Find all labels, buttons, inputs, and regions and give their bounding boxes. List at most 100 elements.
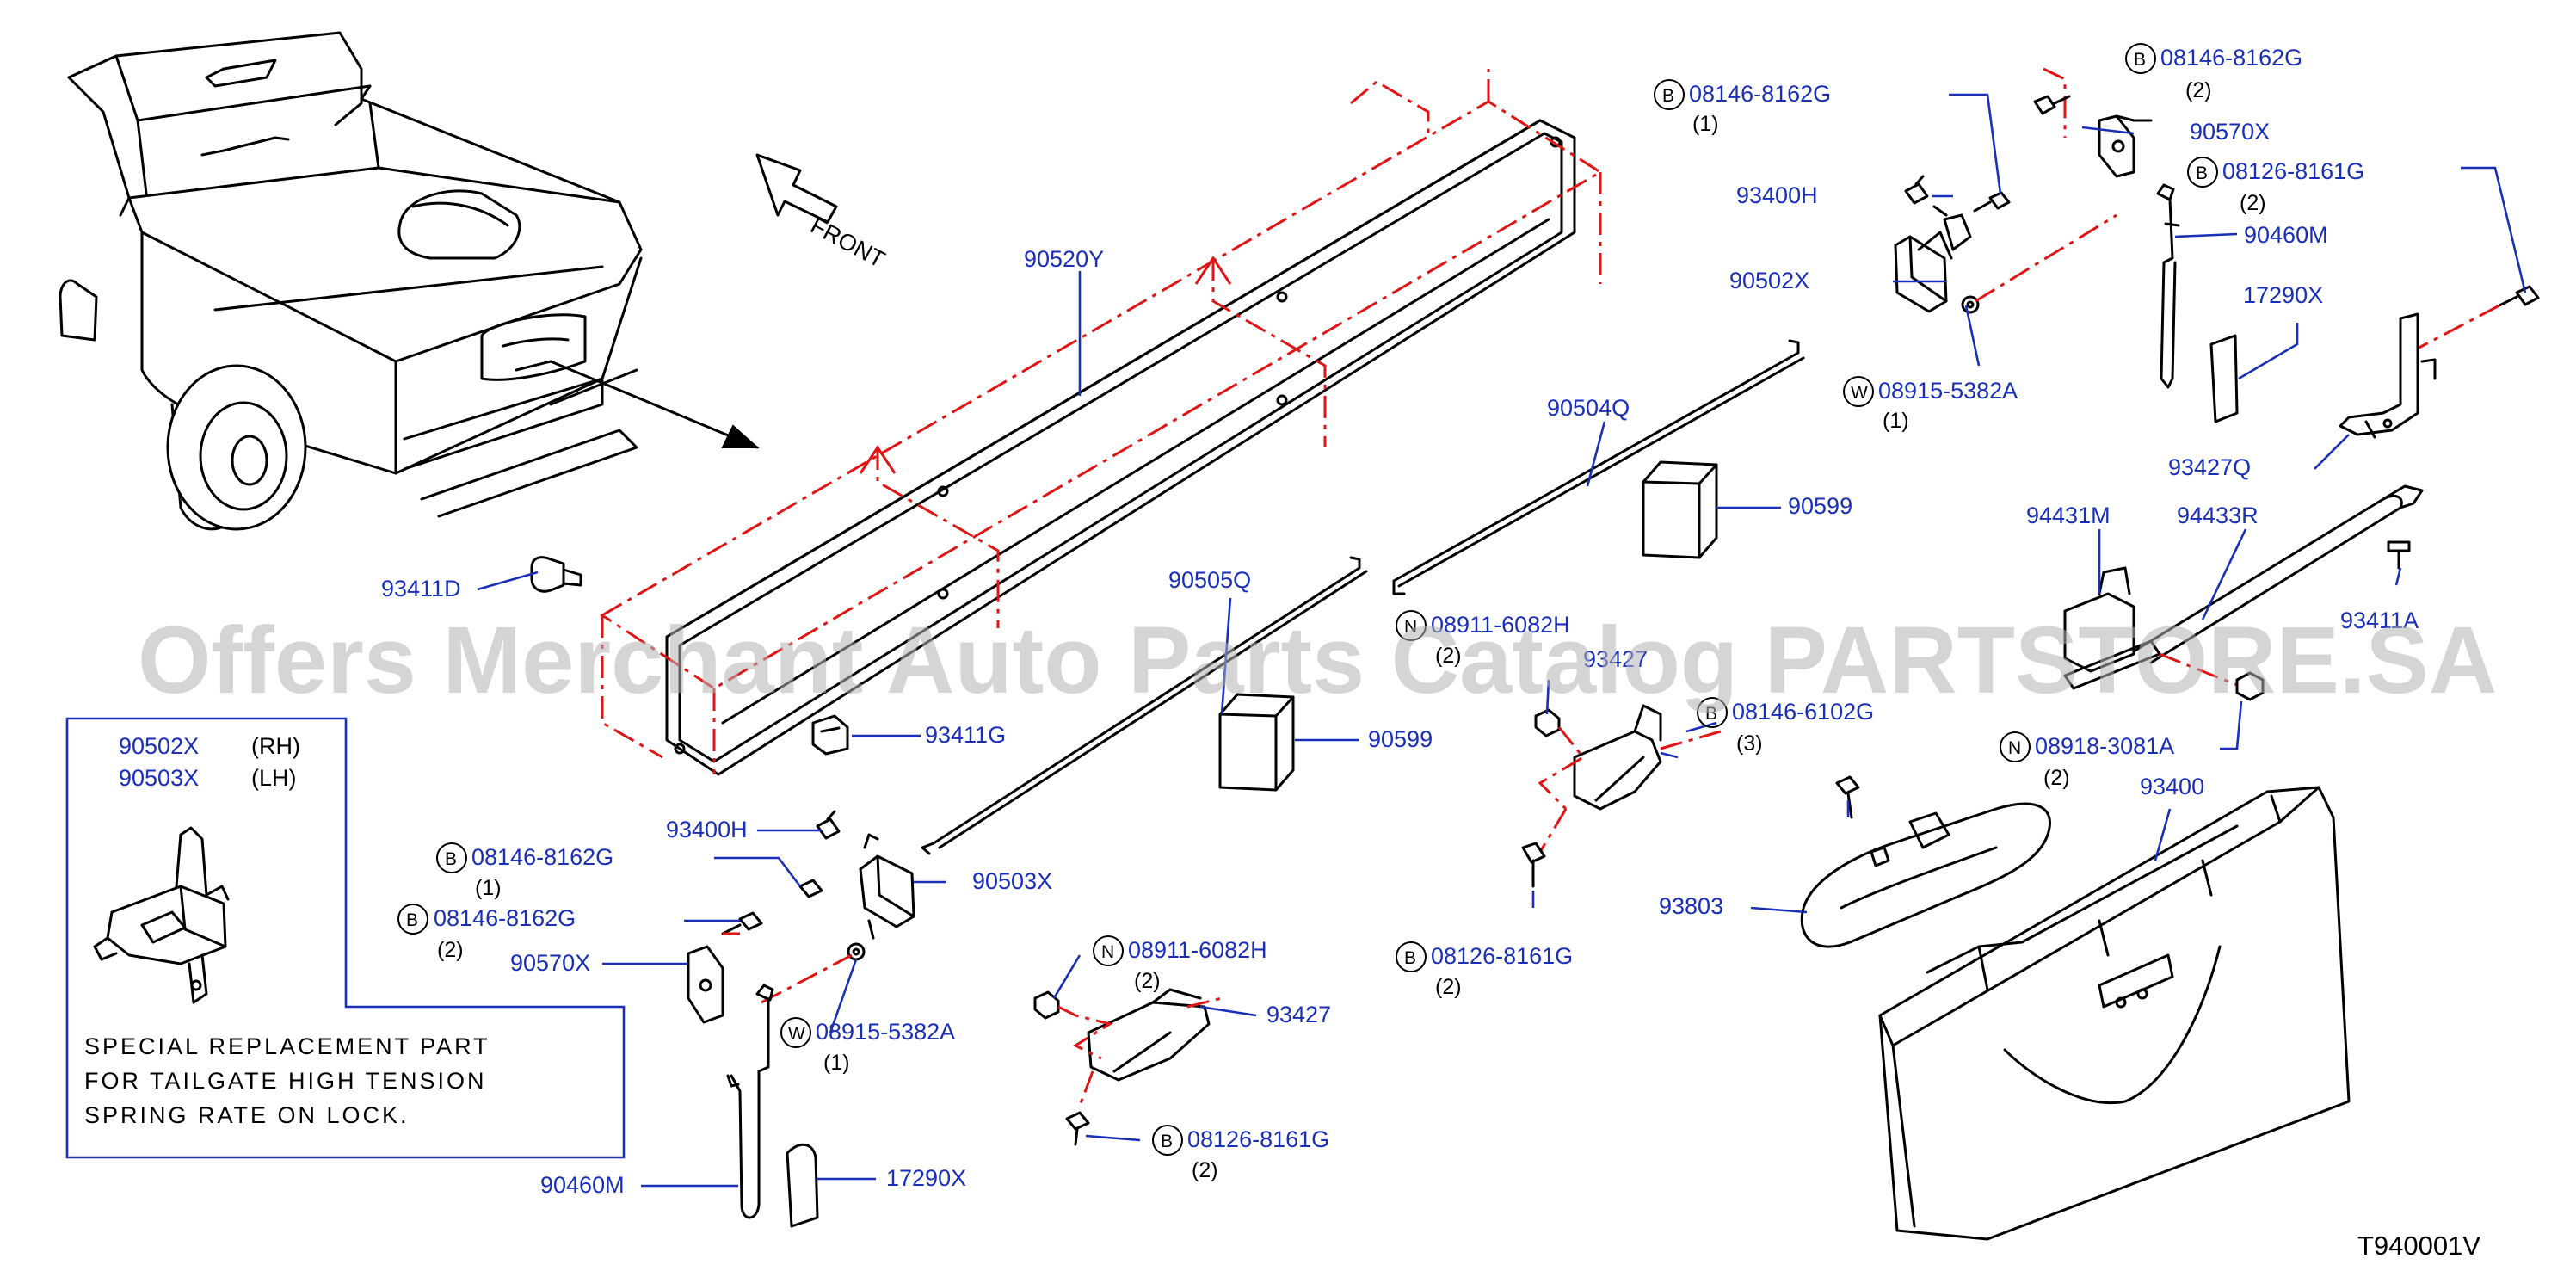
label-90599-upper: 90599: [1788, 493, 1852, 519]
rods: [921, 339, 1805, 855]
inset-rh-side: (RH): [251, 733, 300, 759]
spring-90460m-bot: [726, 984, 774, 1219]
label-08146-8162g-top: 08146-8162G: [1689, 81, 1831, 107]
inset-note-line2: FOR TAILGATE HIGH TENSION: [84, 1068, 487, 1094]
label-93400h-top: 93400H: [1736, 182, 1818, 208]
inset-text: 90502X (RH) 90503X (LH) SPECIAL REPLACEM…: [84, 733, 490, 1128]
cover-17290x-bot: [786, 1144, 819, 1228]
qty-08911-6082h-mid: (2): [1435, 644, 1462, 668]
qty-08146-8162g-top: (1): [1692, 112, 1719, 136]
label-08915-5382a-bot: 08915-5382A: [816, 1019, 955, 1045]
label-93400: 93400: [2140, 774, 2204, 799]
grommet-93400h-top: [1904, 175, 1929, 205]
qty-08146-6102g: (3): [1736, 731, 1763, 756]
label-94431m: 94431M: [2026, 503, 2111, 528]
clip-93411a: [2387, 540, 2411, 570]
label-90460m-top: 90460M: [2244, 222, 2328, 248]
qty-08146-8162g-bot2: (2): [437, 938, 464, 962]
label-93427-mid: 93427: [1583, 646, 1648, 672]
label-90504q: 90504Q: [1547, 395, 1630, 421]
inset-hinge: [93, 826, 230, 1004]
nut-08918-3081a: [2235, 671, 2265, 701]
label-08146-8162g-right: 08146-8162G: [2160, 45, 2302, 71]
handle-93803: [1800, 802, 2051, 948]
label-90460m-bot: 90460M: [540, 1172, 625, 1198]
tailgate-trim-panel: [600, 69, 1603, 776]
label-08915-5382a-top: 08915-5382A: [1878, 378, 2018, 404]
qty-08911-6082h-bot: (2): [1134, 969, 1161, 993]
inset-lh-side: (LH): [251, 765, 297, 791]
clip-93411g: [811, 714, 849, 756]
bolt-08126-top: [2498, 285, 2540, 307]
qty-08126-8161g-top: (2): [2240, 191, 2266, 215]
badge-b: B: [1404, 948, 1416, 968]
label-90599-lower: 90599: [1368, 726, 1433, 752]
label-90570x-bot: 90570X: [510, 950, 590, 976]
bracket-93427q: [2339, 312, 2437, 439]
label-93411g: 93411G: [925, 722, 1006, 748]
bolt-08146-right: [2033, 95, 2071, 115]
hinge-90502x: [1894, 205, 1980, 314]
inset-lh-part: 90503X: [119, 765, 199, 791]
label-93411d: 93411D: [381, 576, 461, 601]
tailgate-93400: [1878, 786, 2351, 1241]
qty-08915-5382a-top: (1): [1883, 409, 1909, 433]
label-90502x-top: 90502X: [1729, 268, 1809, 293]
leader-lines: [477, 93, 2527, 1188]
front-label: FRONT: [806, 213, 889, 273]
bracket-90570x-top: [2098, 114, 2153, 178]
label-17290x-bot: 17290X: [886, 1165, 966, 1191]
diagram-code: T940001V: [2357, 1231, 2480, 1261]
bolt-08146-bot2: [721, 911, 763, 935]
qty-08918-3081a: (2): [2043, 766, 2070, 790]
badge-b: B: [2196, 163, 2208, 183]
inset-note-line1: SPECIAL REPLACEMENT PART: [84, 1033, 490, 1059]
watermark-text: Offers Merchant Auto Parts Catalog PARTS…: [138, 608, 2497, 713]
badge-b: B: [445, 849, 457, 869]
label-90520y: 90520Y: [1024, 246, 1104, 272]
label-93427q: 93427Q: [2168, 454, 2251, 480]
bolt-08146-top: [1973, 191, 2011, 213]
badge-w: W: [1851, 383, 1868, 403]
label-08126-8161g-top: 08126-8161G: [2222, 158, 2364, 184]
label-93400h-bot: 93400H: [666, 817, 748, 842]
bolt-08146-6102g: [1835, 775, 1860, 819]
latch-93427-mid: [1573, 704, 1662, 811]
inset-rh-part: 90502X: [119, 733, 199, 759]
cover-17290x-top: [2209, 334, 2239, 423]
label-08911-6082h-bot: 08911-6082H: [1128, 937, 1267, 963]
badge-n: N: [2008, 738, 2021, 758]
label-08126-8161g-mid: 08126-8161G: [1431, 943, 1573, 969]
clip-93411d: [530, 556, 582, 593]
bracket-90570x-bot: [687, 945, 724, 1024]
label-90570x-top: 90570X: [2190, 119, 2270, 145]
label-08146-8162g-bot2: 08146-8162G: [434, 905, 576, 931]
badge-n: N: [1404, 617, 1417, 637]
badge-n: N: [1101, 942, 1114, 962]
badge-b: B: [2134, 50, 2146, 70]
front-arrow: FRONT: [755, 153, 889, 273]
label-08918-3081a: 08918-3081A: [2035, 733, 2174, 759]
rod-94433r: [2128, 484, 2424, 664]
inset-note-line3: SPRING RATE ON LOCK.: [84, 1102, 410, 1128]
box-90599-lower: [1218, 693, 1295, 792]
nut-08911-bot: [1033, 990, 1060, 1020]
spring-90460m-top: [2156, 183, 2180, 389]
badge-b: B: [1705, 704, 1717, 724]
part-labels: 90520Y 93411D 93411G 90505Q 90599 90599 …: [381, 45, 2419, 1198]
label-93411a: 93411A: [2340, 608, 2419, 633]
lock-94431m: [2063, 566, 2161, 690]
latch-93427-bot: [1087, 988, 1211, 1082]
truck-illustration: [59, 31, 760, 531]
label-08146-6102g: 08146-6102G: [1732, 699, 1874, 725]
label-08126-8161g-bot: 08126-8161G: [1187, 1126, 1329, 1152]
badge-b: B: [406, 910, 418, 930]
qty-08126-8161g-bot: (2): [1192, 1158, 1218, 1182]
label-94433r: 94433R: [2177, 503, 2259, 528]
qty-08915-5382a-bot: (1): [823, 1051, 850, 1075]
hinge-90503x: [859, 833, 915, 940]
bolt-08126-bot: [1065, 1111, 1090, 1146]
grommet-93400h-bot: [816, 810, 841, 840]
badge-b: B: [1662, 86, 1674, 106]
